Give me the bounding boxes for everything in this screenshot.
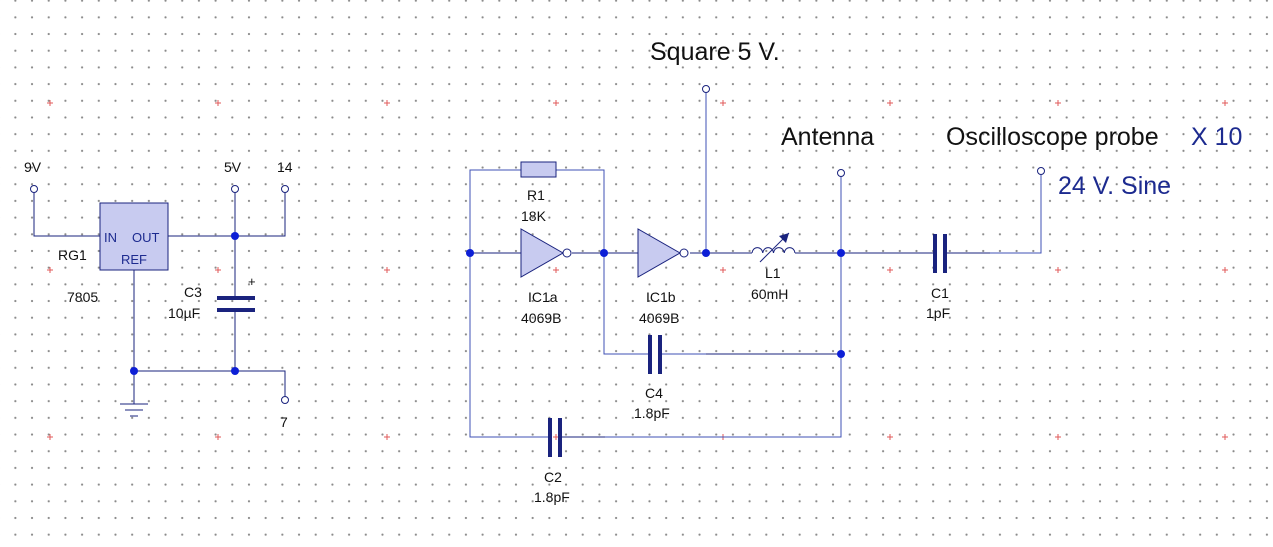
c1-value-label: 1pF: [926, 305, 950, 321]
junction-node: [702, 249, 710, 257]
r1-ref-label: R1: [527, 187, 545, 203]
capacitor-c3: +: [217, 274, 256, 312]
regulator-pin-in: IN: [104, 230, 117, 245]
terminal-9v: [30, 185, 38, 193]
ic1b-value-label: 4069B: [639, 310, 679, 326]
junction-node: [231, 232, 239, 240]
junction-node: [837, 249, 845, 257]
probe-label: Oscilloscope probe: [946, 123, 1159, 151]
ground-icon: [120, 403, 148, 417]
l1-ref-label: L1: [765, 265, 781, 281]
junction-node: [600, 249, 608, 257]
antenna-label: Antenna: [781, 123, 874, 151]
rg1-ref-label: RG1: [58, 247, 87, 263]
c4-value-label: 1.8pF: [634, 405, 670, 421]
terminal-square-out: [702, 85, 710, 93]
terminal-5v-label: 5V: [224, 159, 242, 175]
resistor-r1: [520, 161, 557, 178]
grid-markers: [47, 100, 1228, 440]
square-wave-label: Square 5 V.: [650, 38, 780, 66]
terminal-probe: [1037, 167, 1045, 175]
terminal-7-label: 7: [280, 414, 288, 430]
inverter-gate-icon: [637, 228, 689, 278]
r1-value-label: 18K: [521, 208, 547, 224]
junction-node: [837, 350, 845, 358]
power-supply-wires: [33, 191, 286, 404]
sine-output-label: 24 V. Sine: [1058, 172, 1171, 200]
capacitor-c1: [933, 234, 947, 273]
terminal-antenna: [837, 169, 845, 177]
c2-ref-label: C2: [544, 469, 562, 485]
terminal-14: [281, 185, 289, 193]
c2-value-label: 1.8pF: [534, 489, 570, 505]
regulator-pin-ref: REF: [121, 252, 147, 267]
probe-multiplier-label: X 10: [1191, 123, 1242, 151]
ic1b-ref-label: IC1b: [646, 289, 676, 305]
ic1a-value-label: 4069B: [521, 310, 561, 326]
c3-polarity-mark: +: [248, 274, 256, 289]
c1-ref-label: C1: [931, 285, 949, 301]
terminal-9v-label: 9V: [24, 159, 42, 175]
voltage-regulator-rg1: IN OUT REF: [99, 202, 169, 271]
capacitor-c2: [548, 418, 562, 457]
capacitor-c4: [648, 335, 662, 374]
regulator-pin-out: OUT: [132, 230, 160, 245]
c3-value-label: 10µF: [168, 305, 200, 321]
c4-ref-label: C4: [645, 385, 663, 401]
terminal-7: [281, 396, 289, 404]
inverter-gate-icon: [520, 228, 572, 278]
c3-ref-label: C3: [184, 284, 202, 300]
junction-node: [466, 249, 474, 257]
l1-value-label: 60mH: [751, 286, 788, 302]
rg1-value-label: 7805: [67, 289, 98, 305]
terminal-5v: [231, 185, 239, 193]
variable-inductor-icon: [751, 232, 796, 263]
junction-node: [130, 367, 138, 375]
ic1a-ref-label: IC1a: [528, 289, 558, 305]
terminal-14-label: 14: [277, 159, 293, 175]
junction-node: [231, 367, 239, 375]
